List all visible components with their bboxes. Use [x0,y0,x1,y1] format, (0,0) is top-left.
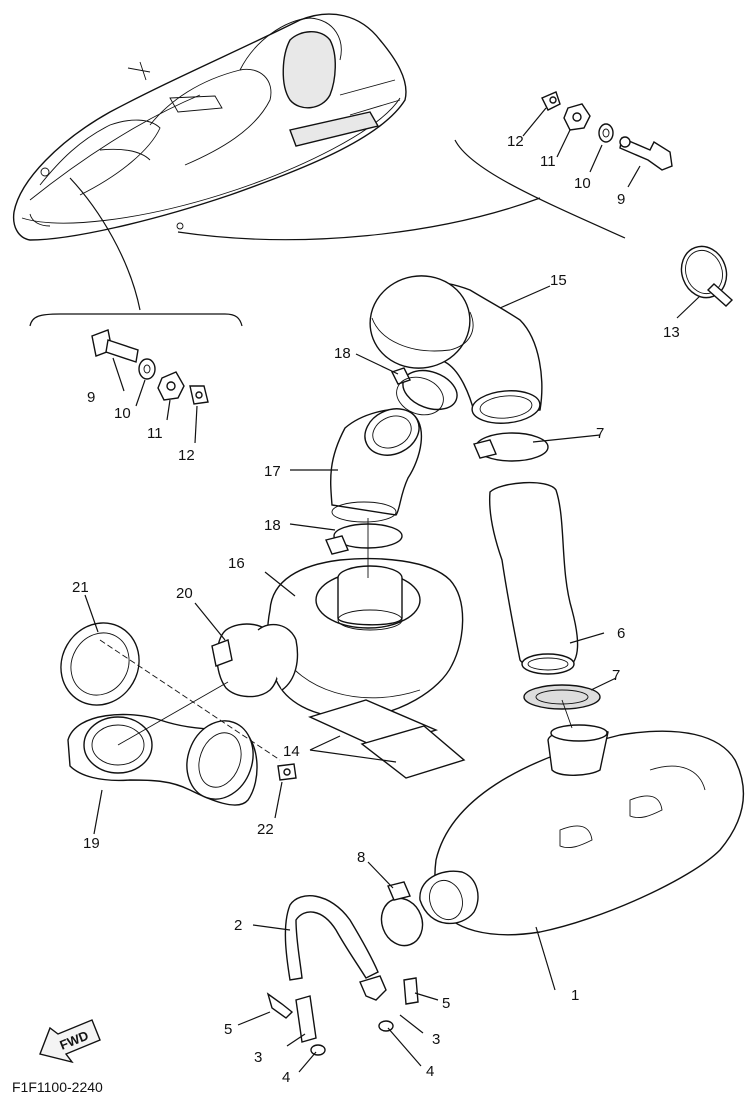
callout-4: 4 [282,1069,290,1086]
callout-11: 11 [147,425,163,442]
exhaust-outlet-19 [67,713,258,806]
fastener-cluster-right [541,91,673,171]
bracket-3-right [359,975,419,1032]
leader-left-cluster [69,177,141,311]
band-2 [284,895,379,981]
callout-4: 4 [426,1063,434,1080]
callout-labels: 1 2 3 3 4 4 5 5 6 7 7 8 9 9 10 10 11 11 … [72,133,680,1086]
joint-hose-20 [211,623,299,698]
callout-18: 18 [334,345,351,362]
bolt-22 [277,763,297,781]
callout-12: 12 [178,447,195,464]
callout-2: 2 [234,917,242,934]
bracket-3-left [266,992,326,1056]
callout-19: 19 [83,835,100,852]
callout-5: 5 [442,995,450,1012]
callout-11: 11 [540,153,556,170]
callout-22: 22 [257,821,274,838]
callout-13: 13 [663,324,680,341]
leader-right-cluster [177,197,541,241]
forward-arrow-icon: FWD [39,1019,101,1064]
watercraft-illustration [12,13,407,241]
callout-6: 6 [617,625,625,642]
callout-5: 5 [224,1021,232,1038]
mounting-plate-21 [60,622,140,706]
callout-1: 1 [571,987,579,1004]
callout-9: 9 [617,191,625,208]
bracket-left-cluster [29,313,243,327]
bracket-right-cluster [454,139,626,239]
part-code: F1F1100-2240 [12,1079,103,1095]
fastener-cluster-left [91,329,209,405]
elbow-hose-17 [330,408,423,523]
callout-17: 17 [264,463,281,480]
hose-clamp-8 [380,881,424,947]
hose-clamp-7-lower [523,684,601,710]
muffler-1 [419,724,745,936]
water-lock-chamber-16 [266,557,464,719]
callout-7: 7 [612,667,620,684]
callout-leaders [84,107,701,1073]
hose-clamp-18-upper [391,367,444,416]
callout-15: 15 [550,272,567,289]
callout-20: 20 [176,585,193,602]
callout-7: 7 [596,425,604,442]
hose-6 [488,481,579,675]
callout-12: 12 [507,133,524,150]
callout-10: 10 [114,405,131,422]
callout-8: 8 [357,849,365,866]
hose-clamp-13 [680,245,734,307]
elbow-hose-15 [369,275,543,424]
callout-10: 10 [574,175,591,192]
hose-clamp-7-upper [473,432,549,462]
callout-3: 3 [254,1049,262,1066]
hose-clamp-18-lower [325,523,403,555]
callout-18: 18 [264,517,281,534]
gasket-14 [308,699,466,779]
callout-16: 16 [228,555,245,572]
callout-9: 9 [87,389,95,406]
callout-3: 3 [432,1031,440,1048]
callout-14: 14 [283,743,300,760]
callout-21: 21 [72,579,89,596]
